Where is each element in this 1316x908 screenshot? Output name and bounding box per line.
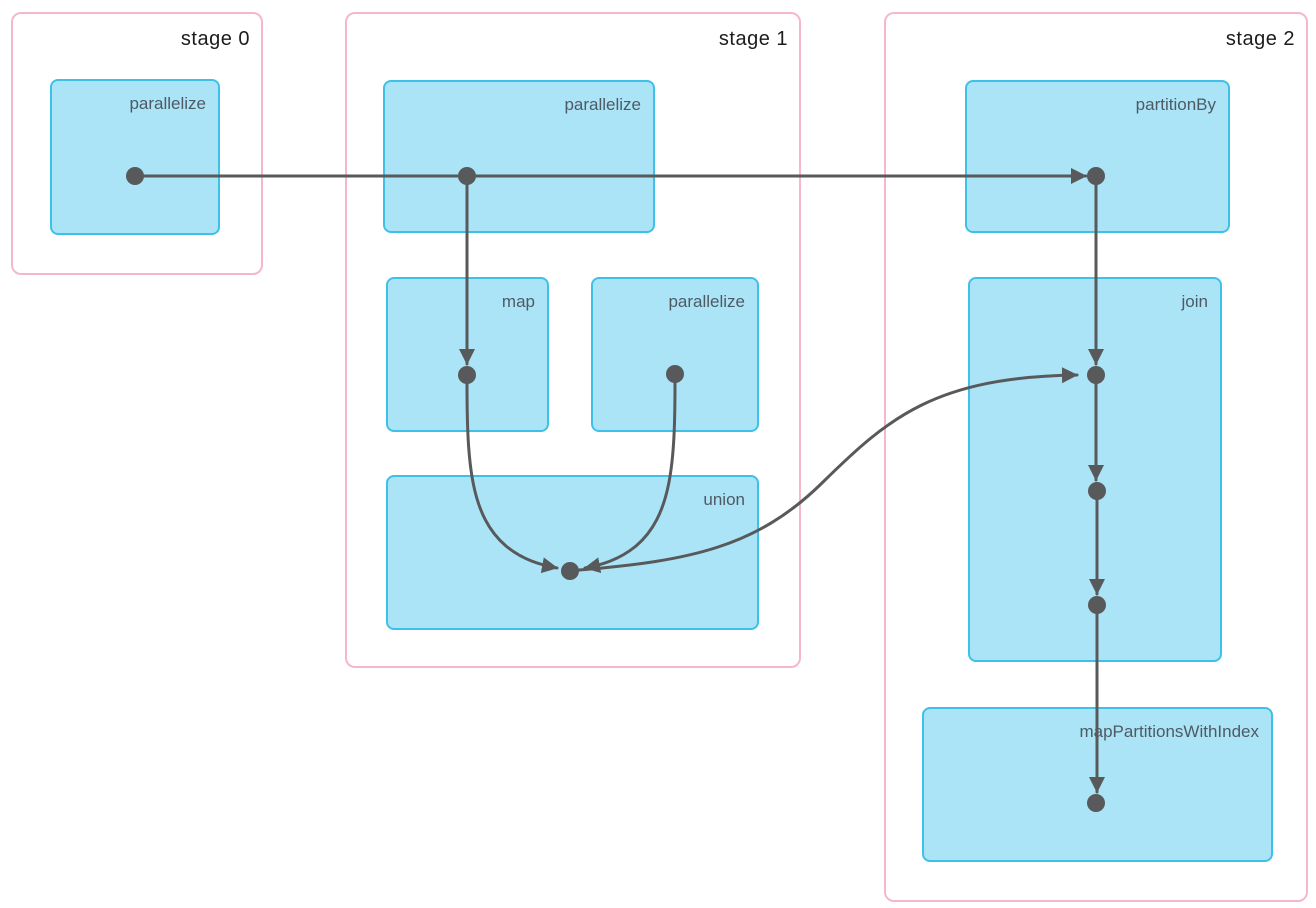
op-box-stage1-parallelize-2[interactable]: parallelize — [591, 277, 759, 432]
op-label-stage1-map: map — [501, 292, 535, 311]
stage-1-label: stage 1 — [718, 28, 788, 50]
rdd-node-stage1-parallelize[interactable] — [458, 167, 476, 185]
rdd-node-stage2-join-3[interactable] — [1088, 596, 1106, 614]
op-label-stage1-parallelize-2: parallelize — [668, 292, 745, 311]
rdd-node-stage0-parallelize[interactable] — [126, 167, 144, 185]
op-label-stage1-union: union — [703, 490, 745, 509]
rdd-node-stage1-map[interactable] — [458, 366, 476, 384]
op-label-stage2-mappartitionswithindex: mapPartitionsWithIndex — [1079, 722, 1259, 741]
op-label-stage0-parallelize: parallelize — [129, 94, 206, 113]
stage-2-label: stage 2 — [1225, 28, 1295, 50]
rdd-node-stage1-union[interactable] — [561, 562, 579, 580]
rdd-node-stage2-join-1[interactable] — [1087, 366, 1105, 384]
op-label-stage2-join: join — [1181, 292, 1208, 311]
op-label-stage2-partitionby: partitionBy — [1135, 95, 1216, 114]
rdd-node-stage2-partitionby[interactable] — [1087, 167, 1105, 185]
op-box-stage2-partitionby[interactable]: partitionBy — [965, 80, 1230, 233]
rdd-node-stage2-mappartitionswithindex[interactable] — [1087, 794, 1105, 812]
op-label-stage1-parallelize: parallelize — [564, 95, 641, 114]
rdd-node-stage1-parallelize-2[interactable] — [666, 365, 684, 383]
op-box-stage1-parallelize[interactable]: parallelize — [383, 80, 655, 233]
stage-0-label: stage 0 — [180, 28, 250, 50]
op-box-stage2-mappartitionswithindex[interactable]: mapPartitionsWithIndex — [922, 707, 1273, 862]
op-box-stage1-map[interactable]: map — [386, 277, 549, 432]
op-box-stage0-parallelize[interactable]: parallelize — [50, 79, 220, 235]
rdd-node-stage2-join-2[interactable] — [1088, 482, 1106, 500]
op-box-stage1-union[interactable]: union — [386, 475, 759, 630]
